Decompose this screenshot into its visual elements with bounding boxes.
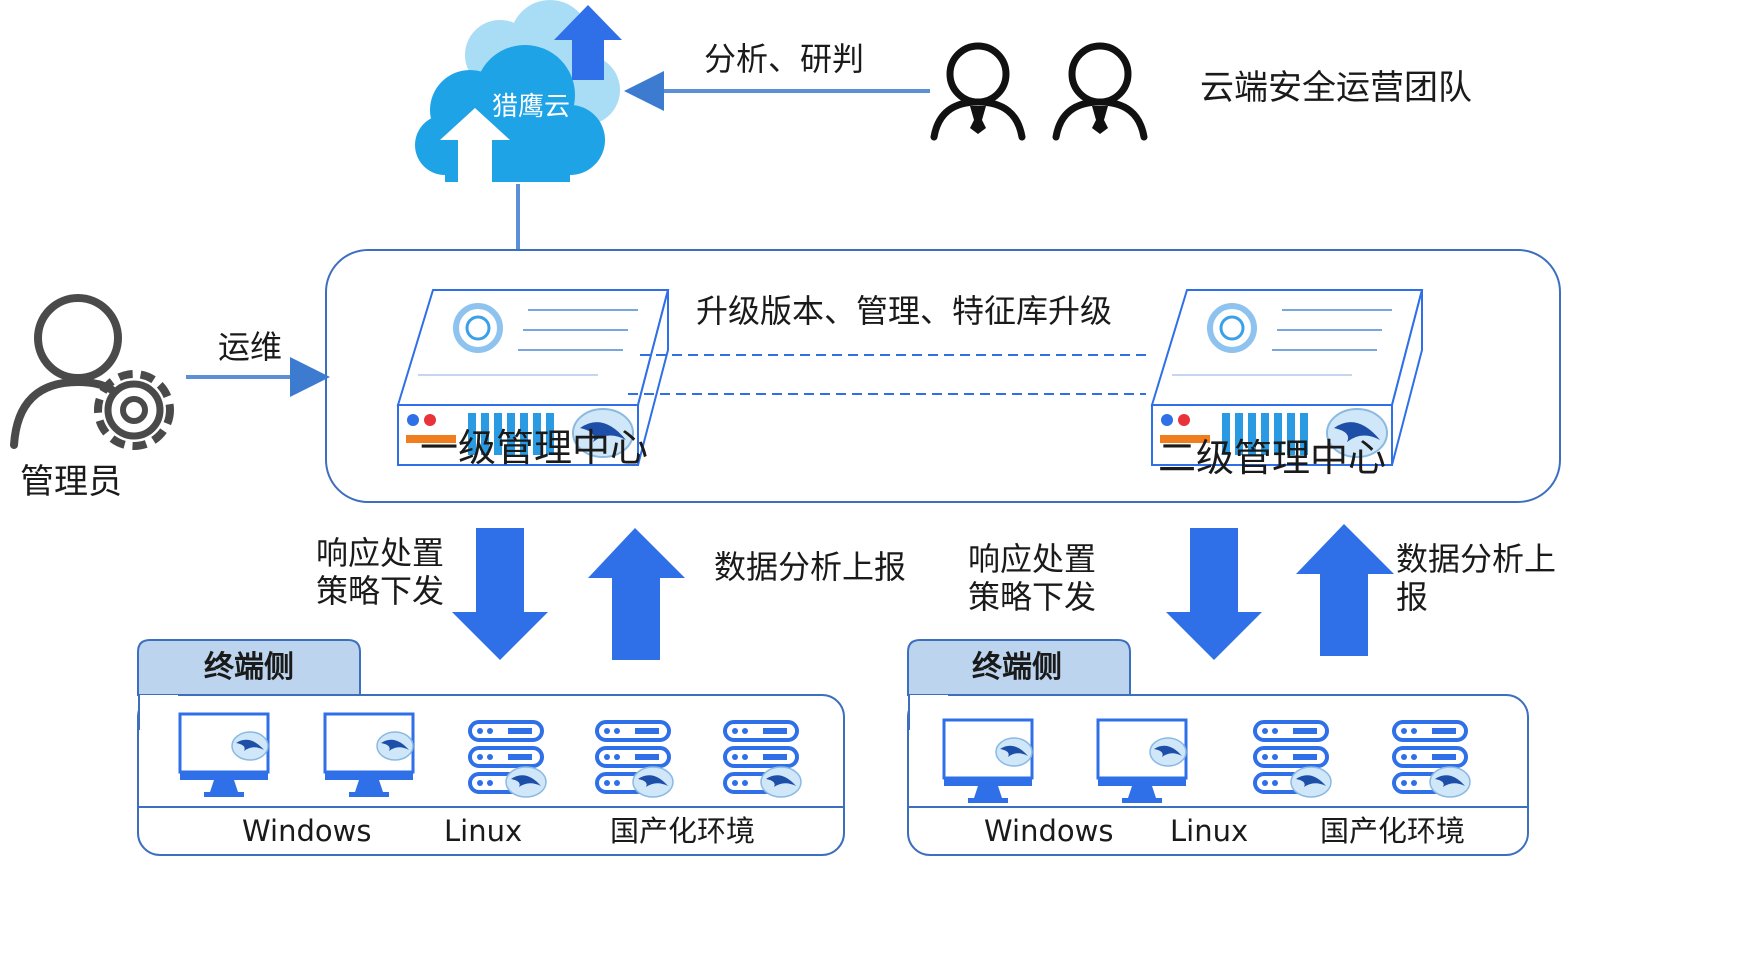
left-down-arrow-icon	[452, 528, 548, 660]
center-link-label: 升级版本、管理、特征库升级	[696, 292, 1113, 330]
cloud-inner-upload-icon	[440, 108, 510, 182]
cloud-label: 猎鹰云	[492, 92, 571, 122]
right-rack-icon-1	[1253, 720, 1333, 799]
left-rack-icon-1	[468, 720, 548, 799]
left-label-linux: Linux	[444, 814, 523, 848]
left-label-domestic: 国产化环境	[610, 814, 756, 848]
primary-center-label: 一级管理中心	[420, 426, 649, 470]
left-rack-icon-3	[723, 720, 803, 799]
left-rack-icon-2	[595, 720, 675, 799]
right-down-arrow-icon	[1166, 528, 1262, 660]
right-down-label: 响应处置 策略下发	[968, 540, 1097, 617]
right-label-domestic: 国产化环境	[1320, 814, 1466, 848]
right-up-arrow-icon	[1296, 524, 1394, 656]
admin-label: 管理员	[20, 462, 122, 502]
right-label-linux: Linux	[1170, 814, 1249, 848]
left-label-windows: Windows	[242, 814, 372, 848]
left-terminal-panel	[137, 639, 845, 856]
left-up-label: 数据分析上报	[714, 548, 907, 586]
right-up-label: 数据分析上 报	[1396, 540, 1557, 617]
left-up-arrow-icon	[588, 528, 685, 660]
left-terminal-tab: 终端侧	[204, 650, 294, 685]
admin-arrow-label: 运维	[218, 328, 283, 366]
cloud-upload-arrow-icon	[554, 5, 622, 80]
left-down-label: 响应处置 策略下发	[316, 534, 445, 611]
right-rack-icon-2	[1392, 720, 1472, 799]
right-label-windows: Windows	[984, 814, 1114, 848]
cloud-icon	[415, 0, 622, 182]
team-arrow-label: 分析、研判	[704, 40, 865, 78]
right-terminal-tab: 终端侧	[972, 650, 1062, 685]
admin-icon	[10, 294, 174, 450]
team-people-icon	[934, 46, 1144, 137]
gear-icon	[94, 370, 174, 450]
secondary-center-label: 二级管理中心	[1158, 436, 1387, 480]
right-terminal-panel	[907, 639, 1529, 856]
team-label: 云端安全运营团队	[1200, 68, 1472, 108]
